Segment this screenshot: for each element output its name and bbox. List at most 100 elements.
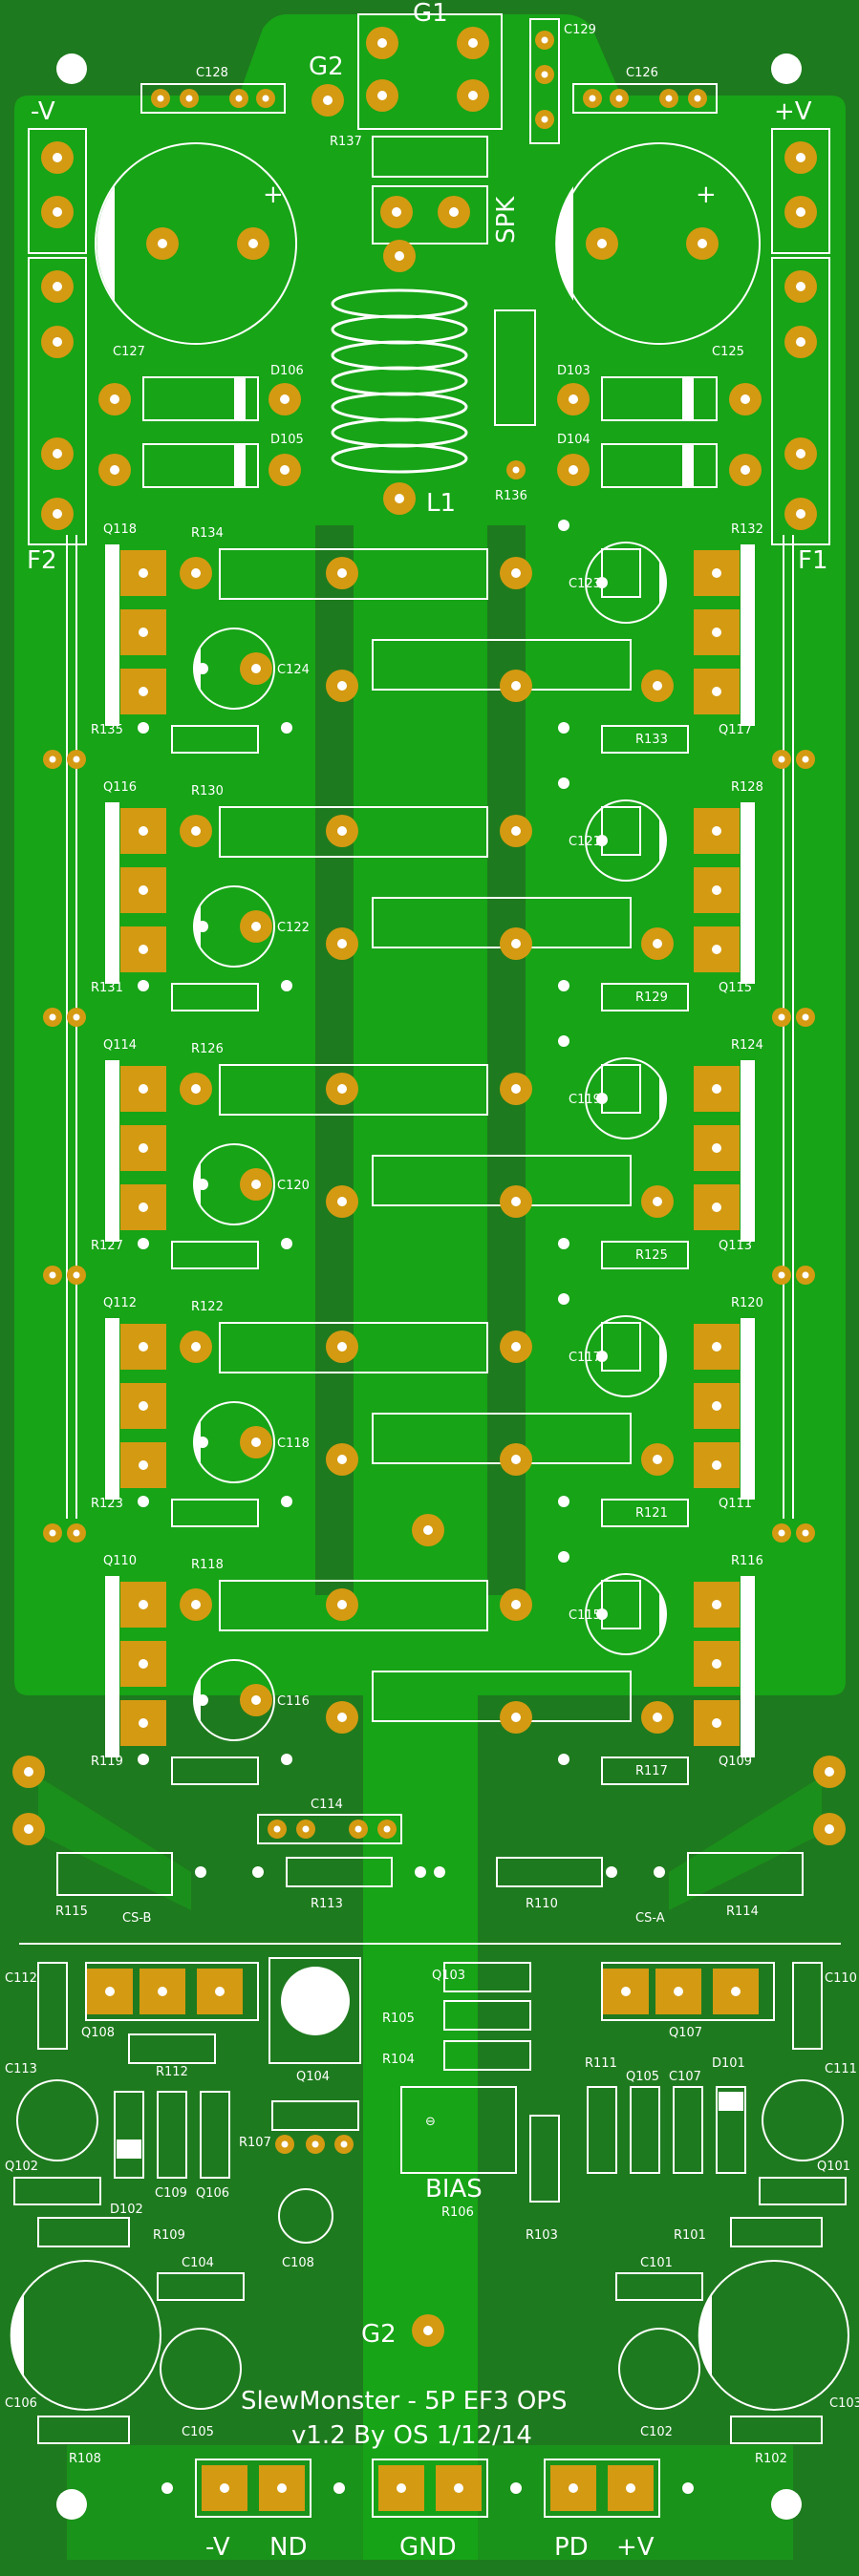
silk-rails [19, 535, 841, 1945]
label-c102: C102 [640, 2425, 673, 2439]
label-r136: R136 [495, 489, 527, 503]
stage-part-label: R122 [191, 1300, 224, 1314]
stage-part-label: Q117 [719, 723, 752, 737]
label-cs-a: CS-A [635, 1911, 665, 1926]
label-c105: C105 [182, 2425, 214, 2439]
label-r115: R115 [55, 1905, 88, 1919]
label-r106: R106 [441, 2205, 474, 2220]
label-r101: R101 [674, 2228, 706, 2243]
conn-label-pd: PD [554, 2533, 589, 2562]
label-r108: R108 [69, 2452, 101, 2466]
label-fuse-right: F1 [798, 546, 828, 575]
output-stage-row [105, 1293, 755, 1527]
label-c109: C109 [155, 2186, 187, 2201]
label-c112: C112 [5, 1971, 37, 1986]
label-spk: SPK [492, 196, 521, 244]
label-c125: C125 [712, 345, 744, 359]
board-version: v1.2 By OS 1/12/14 [291, 2421, 532, 2450]
label-g2-bottom: G2 [361, 2320, 397, 2349]
label-r114: R114 [726, 1905, 759, 1919]
output-stage-row [105, 1551, 755, 1785]
label-r103: R103 [526, 2228, 558, 2243]
label-r111: R111 [585, 2056, 617, 2071]
label-q102: Q102 [5, 2160, 38, 2174]
label-c113: C113 [5, 2062, 37, 2076]
conn-label-pos: +V [616, 2533, 655, 2562]
label-r112: R112 [156, 2065, 188, 2079]
stage-part-label: C120 [277, 1179, 310, 1193]
output-stage-row [105, 520, 755, 754]
conn-label-neg: -V [205, 2533, 230, 2562]
stage-part-label: C122 [277, 921, 310, 935]
label-r107: R107 [239, 2136, 271, 2150]
inductor-l1 [331, 288, 468, 474]
label-rail-pos: +V [774, 97, 812, 126]
label-c128: C128 [196, 66, 228, 80]
label-cs-b: CS-B [122, 1911, 151, 1926]
stage-part-label: R121 [635, 1506, 668, 1521]
label-d102: D102 [110, 2203, 143, 2217]
capacitor-c126 [572, 83, 718, 114]
label-c107: C107 [669, 2070, 701, 2084]
label-d101: D101 [712, 2056, 745, 2071]
label-r109: R109 [153, 2228, 185, 2243]
stage-part-label: R130 [191, 784, 224, 798]
label-c114: C114 [311, 1798, 343, 1812]
stage-part-label: R123 [91, 1497, 123, 1511]
output-stage-row [105, 777, 755, 1011]
conn-label-gnd: GND [399, 2533, 457, 2562]
label-c111: C111 [825, 2062, 857, 2076]
label-fuse-left: F2 [27, 546, 57, 575]
stage-part-label: R116 [731, 1554, 763, 1568]
label-c127: C127 [113, 345, 145, 359]
stage-part-label: R131 [91, 981, 123, 995]
svg-text:⊖: ⊖ [425, 2115, 436, 2129]
label-r102: R102 [755, 2452, 787, 2466]
bottom-caps [10, 2260, 849, 2444]
label-r104: R104 [382, 2053, 415, 2067]
stage-part-label: Q118 [103, 522, 137, 537]
label-c104: C104 [182, 2256, 214, 2270]
stage-part-label: R118 [191, 1558, 224, 1572]
stage-part-label: Q114 [103, 1038, 137, 1053]
capacitor-c125: + [555, 142, 761, 345]
stage-part-label: R128 [731, 780, 763, 795]
stage-part-label: C118 [277, 1437, 310, 1451]
capacitor-c128 [140, 83, 286, 114]
stage-part-label: R134 [191, 526, 224, 541]
rail-header-left [28, 128, 87, 545]
label-d103: D103 [557, 364, 591, 378]
bottom-connectors [161, 2459, 694, 2518]
ground-pads-top [311, 13, 503, 130]
label-r137: R137 [330, 135, 362, 149]
output-stage-row [105, 1035, 755, 1269]
stage-part-label: C116 [277, 1694, 310, 1709]
driver-section: ⊖ [13, 1957, 847, 2247]
label-q108: Q108 [81, 2026, 115, 2040]
label-r105: R105 [382, 2012, 415, 2026]
stage-part-label: R133 [635, 733, 668, 747]
labels: -V +V F2 F1 G1 G2 SPK L1 C129 C128 C126 … [5, 0, 859, 2562]
stage-part-label: C124 [277, 663, 310, 677]
label-d105: D105 [270, 433, 304, 447]
stage-part-label: Q113 [719, 1239, 752, 1253]
label-c110: C110 [825, 1971, 857, 1986]
stage-part-label: C115 [569, 1608, 601, 1623]
label-c103: C103 [829, 2396, 859, 2411]
stage-part-label: R124 [731, 1038, 763, 1053]
label-c126: C126 [626, 66, 658, 80]
resistor-r137 [372, 136, 488, 178]
stage-part-label: R117 [635, 1764, 668, 1778]
svg-text:+: + [263, 181, 284, 209]
stage-part-label: C121 [569, 835, 601, 849]
stage-part-label: C123 [569, 577, 601, 591]
label-q104: Q104 [296, 2070, 330, 2084]
label-c106: C106 [5, 2396, 37, 2411]
stage-part-label: Q115 [719, 981, 752, 995]
label-d104: D104 [557, 433, 591, 447]
label-bias: BIAS [425, 2175, 483, 2203]
label-q105: Q105 [626, 2070, 659, 2084]
label-q107: Q107 [669, 2026, 702, 2040]
stage-part-label: Q110 [103, 1554, 137, 1568]
